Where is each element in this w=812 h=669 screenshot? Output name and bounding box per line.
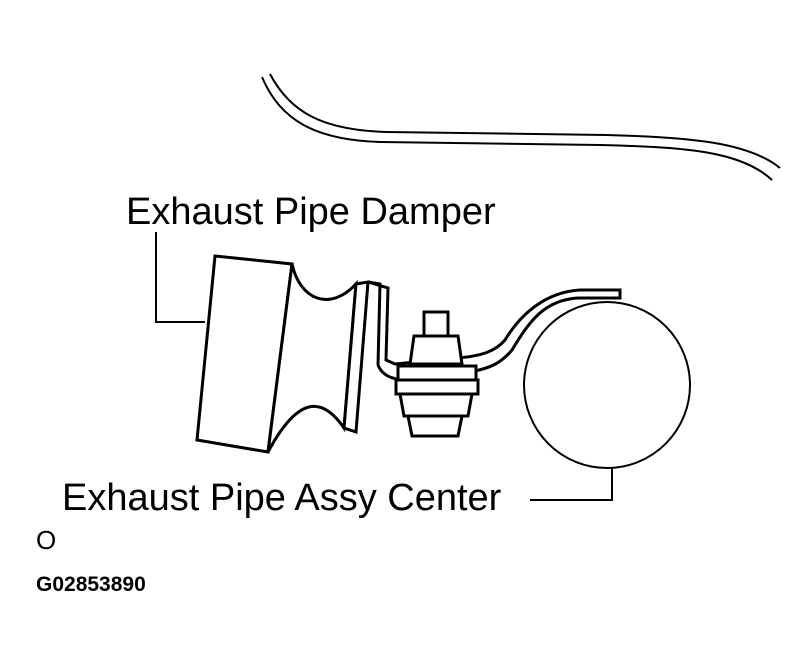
damper-flange: [342, 280, 370, 435]
marker-label: O: [36, 525, 56, 555]
bolt-tip: [422, 310, 450, 338]
bolt-nut-assembly: [394, 310, 480, 438]
body-outline: [261, 73, 781, 181]
bracket-plate: [394, 378, 480, 396]
exhaust-pipe-section: [523, 301, 691, 469]
bolt-head: [406, 414, 464, 438]
figure-code: G02853890: [36, 573, 146, 596]
damper-label: Exhaust Pipe Damper: [126, 191, 496, 233]
washer: [396, 364, 478, 382]
pipe-leader: [530, 467, 613, 501]
damper-leader: [155, 232, 205, 323]
lower-nut: [398, 392, 474, 418]
upper-nut: [408, 334, 464, 366]
leader-lines: [155, 232, 613, 501]
pipe-assy-label: Exhaust Pipe Assy Center: [62, 477, 502, 519]
exhaust-pipe-damper: [195, 254, 370, 454]
